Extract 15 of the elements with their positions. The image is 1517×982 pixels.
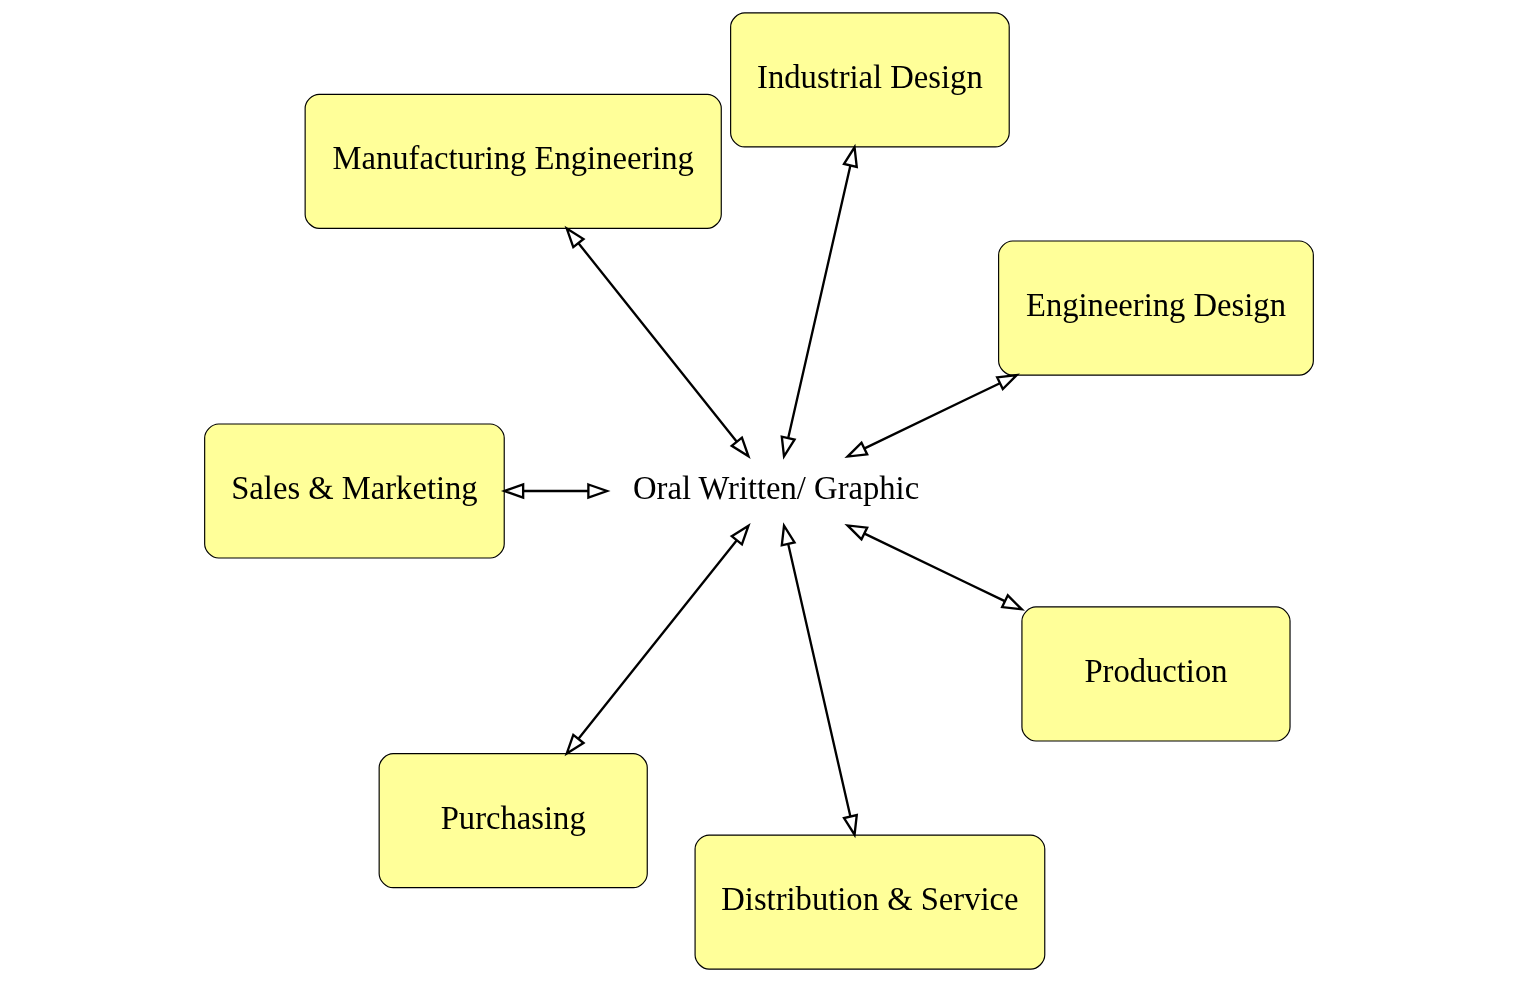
node-box: Sales & Marketing	[203, 423, 505, 559]
node-box: Industrial Design	[729, 12, 1010, 148]
node-box: Engineering Design	[997, 240, 1314, 376]
node-box: Manufacturing Engineering	[304, 93, 722, 229]
node-box: Production	[1020, 606, 1291, 742]
arrow	[779, 522, 858, 839]
arrow	[564, 225, 751, 460]
arrow	[779, 143, 858, 460]
node-text: Oral Written/ Graphic	[632, 470, 919, 507]
arrow	[564, 522, 751, 757]
arrow	[843, 373, 1020, 459]
arrow	[843, 523, 1025, 611]
arrow	[500, 482, 611, 500]
node-box: Purchasing	[378, 753, 648, 889]
node-box: Distribution & Service	[694, 834, 1045, 970]
